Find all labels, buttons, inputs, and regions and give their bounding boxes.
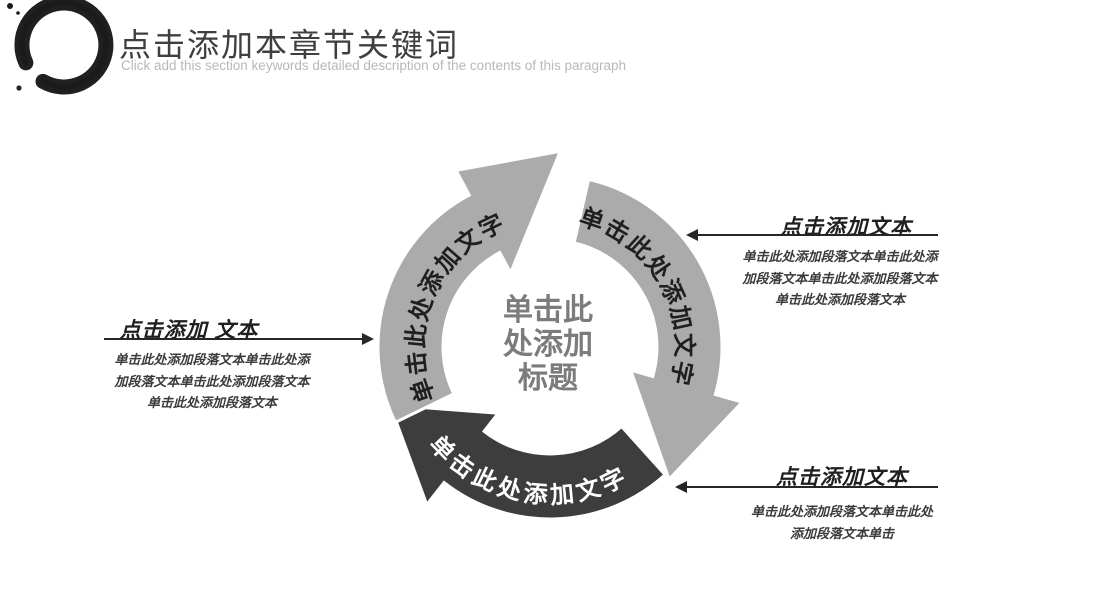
callout-top-right-heading: 点击添加文本 — [780, 216, 912, 239]
ink-dot — [16, 11, 20, 15]
callout-top-right-body: 单击此处添加段落文本单击此处添 加段落文本单击此处添加段落文本 单击此处添加段落… — [730, 246, 950, 311]
page-subtitle: Click add this section keywords detailed… — [121, 58, 627, 73]
callout-left-arrow-icon — [362, 333, 374, 345]
callout-top-right-body-line: 单击此处添加段落文本单击此处添 — [742, 249, 938, 264]
cycle-arc-bottom — [387, 403, 668, 521]
callout-left-heading: 点击添加 文本 — [119, 319, 259, 342]
cycle-arc-right — [572, 177, 745, 483]
callout-bottom-right-body-line: 添加段落文本单击 — [789, 525, 894, 541]
cycle-arc-left — [376, 149, 563, 425]
callout-left-body-line: 单击此处添加段落文本 — [146, 395, 277, 410]
callout-left-body-line: 加段落文本单击此处添加段落文本 — [114, 373, 310, 389]
enso-main-stroke — [14, 0, 114, 95]
callout-bottom-right-connector-line — [686, 486, 938, 488]
center-title-line: 标题 — [518, 362, 578, 395]
callout-bottom-right-heading: 点击添加文本 — [776, 466, 908, 489]
page-title: 点击添加本章节关键词 — [119, 27, 460, 63]
callout-bottom-right-arrow-icon — [675, 481, 687, 493]
cycle-diagram: 单击此处添加文字 单击此处添加文字 单击此处添加文字 — [376, 149, 745, 521]
callout-top-right-body-line: 加段落文本单击此处添加段落文本 — [742, 270, 938, 286]
callout-top-right-body-line: 单击此处添加段落文本 — [774, 292, 905, 307]
callout-top-right-arrow-icon — [686, 229, 698, 241]
ink-enso-logo — [7, 0, 114, 95]
center-title-line: 单击此 — [503, 294, 593, 327]
callout-top-right-connector-line — [697, 234, 938, 236]
ink-dot — [16, 85, 22, 91]
ink-dot — [7, 3, 13, 9]
center-title-line: 处添加 — [503, 328, 593, 361]
callout-left-body: 单击此处添加段落文本单击此处添 加段落文本单击此处添加段落文本 单击此处添加段落… — [104, 349, 320, 414]
callout-bottom-right-body: 单击此处添加段落文本单击此处 添加段落文本单击 — [732, 501, 952, 544]
diagram-center-title: 单击此 处添加 标题 — [482, 294, 614, 396]
callout-bottom-right-body-line: 单击此处添加段落文本单击此处 — [750, 504, 933, 519]
callout-left-body-line: 单击此处添加段落文本单击此处添 — [114, 352, 310, 367]
callout-left-connector-line — [104, 338, 362, 340]
